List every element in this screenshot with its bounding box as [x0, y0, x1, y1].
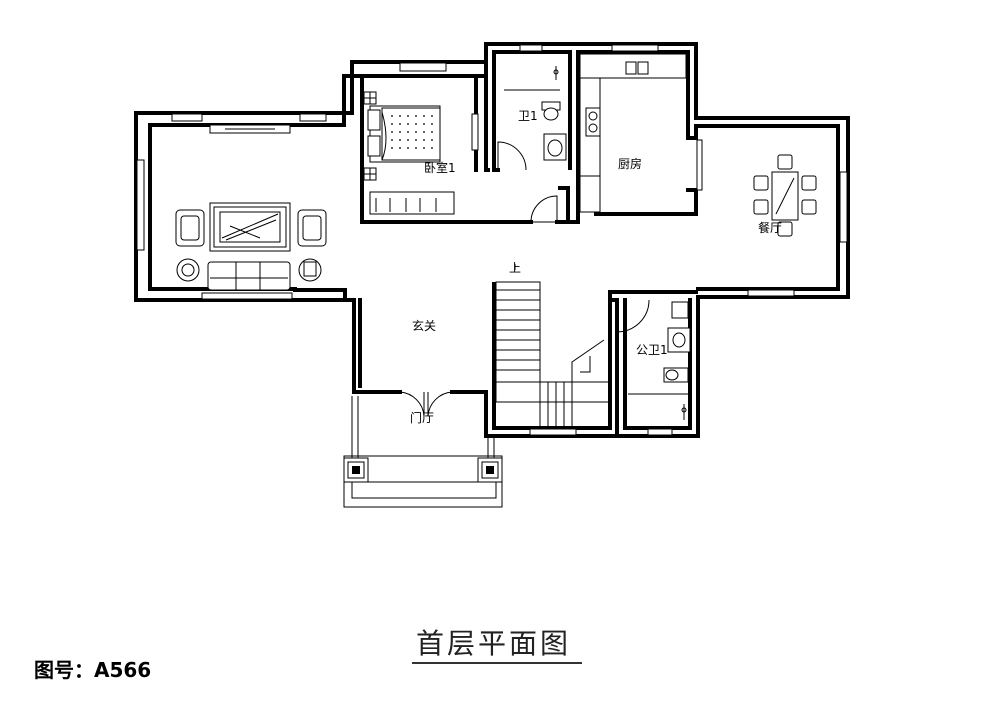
room-label-entry: 门厅	[410, 410, 434, 425]
room-label-public-bath: 公卫1	[636, 343, 668, 357]
windows	[136, 44, 848, 436]
room-label-bedroom: 卧室1	[424, 160, 456, 175]
room-label-bath1: 卫1	[518, 109, 538, 123]
stair-up-mark: 上	[509, 261, 521, 275]
plan-title: 首层平面图	[416, 627, 572, 660]
room-label-dining: 餐厅	[758, 220, 782, 235]
living-room-furniture	[175, 202, 327, 291]
bath1-fixtures	[504, 66, 567, 161]
kitchen-fixtures	[579, 53, 687, 213]
room-label-foyer: 玄关	[412, 318, 436, 333]
doors	[399, 141, 650, 417]
room-label-kitchen: 厨房	[618, 156, 642, 171]
entry-porch	[343, 396, 503, 508]
drawing-number: 图号：A566	[34, 658, 152, 682]
public-bath-fixtures	[628, 301, 691, 420]
dining-set	[753, 154, 817, 237]
bedroom-furniture	[363, 91, 479, 215]
outer-walls	[134, 42, 850, 438]
title-underline	[412, 662, 582, 664]
staircase	[495, 264, 611, 426]
